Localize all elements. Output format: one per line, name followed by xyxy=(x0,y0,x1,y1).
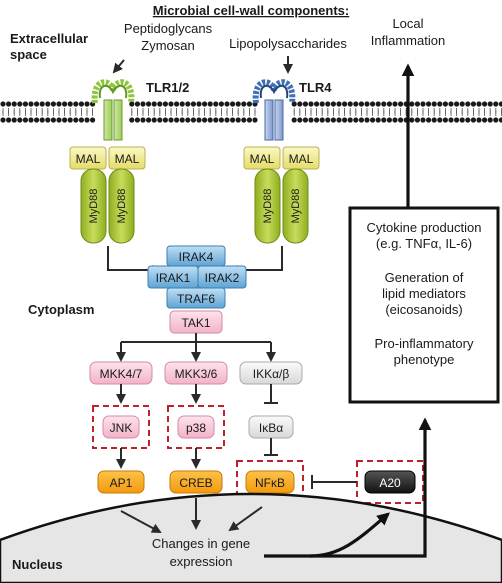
label-extracellular-space: space xyxy=(10,47,47,62)
ligand-arrow-left xyxy=(112,59,125,74)
ap1-node xyxy=(97,470,145,494)
mal-right-2 xyxy=(282,146,320,170)
ligand-lipopolysaccharides: Lipopolysaccharides xyxy=(229,36,347,51)
mkk36-label: MKK3/6 xyxy=(175,367,218,381)
myd88-right-2 xyxy=(282,168,309,244)
arrow-myd88-left-to-irak xyxy=(107,246,162,275)
creb-node xyxy=(169,470,223,494)
arrow-nfkb-gene xyxy=(228,506,263,532)
a20-node xyxy=(364,470,416,494)
jnk-label: JNK xyxy=(110,421,133,435)
traf6-label: TRAF6 xyxy=(177,292,215,306)
ligand-zymosan: Zymosan xyxy=(141,38,194,53)
label-gene-changes: Changes in gene xyxy=(152,536,250,551)
mal-label: MAL xyxy=(250,152,275,166)
diagram-title: Microbial cell-wall components: xyxy=(153,3,349,18)
mal-label: MAL xyxy=(115,152,140,166)
tlr4-receptor xyxy=(252,79,296,141)
inhibit-ikba-nfkb xyxy=(264,438,278,456)
label-extracellular: Extracellular xyxy=(10,31,88,46)
label-inflammation: Inflammation xyxy=(371,33,445,48)
myd88-left-2 xyxy=(108,168,135,244)
outcome-box xyxy=(348,206,500,404)
label-nucleus: Nucleus xyxy=(12,557,63,572)
p38-node xyxy=(177,415,215,439)
mal-label: MAL xyxy=(76,152,101,166)
outcome-pro-inflammatory: Pro-inflammatory xyxy=(375,336,474,351)
outcome-cytokine: Cytokine production xyxy=(367,220,482,235)
myd88-label: MyD88 xyxy=(88,189,100,224)
label-tlr4: TLR4 xyxy=(299,80,332,95)
p38-label: p38 xyxy=(186,421,206,435)
tak1-label: TAK1 xyxy=(181,316,210,330)
adaptor-left: MAL MAL MyD88 MyD88 xyxy=(69,146,146,244)
nfkb-node xyxy=(245,470,295,494)
mal-left-1 xyxy=(69,146,107,170)
mal-left-2 xyxy=(108,146,146,170)
myd88-left-1 xyxy=(80,168,107,244)
label-tlr12: TLR1/2 xyxy=(146,80,189,95)
cell-membrane xyxy=(0,101,502,123)
tak1-branches xyxy=(116,333,276,362)
label-cytoplasm: Cytoplasm xyxy=(28,302,94,317)
nfkb-label: NFκB xyxy=(255,476,285,490)
irak-complex: IRAK4 IRAK1 IRAK2 TRAF6 TAK1 xyxy=(147,245,247,334)
outcome-cytokine-examples: (e.g. TNFα, IL-6) xyxy=(376,236,472,251)
ikk-label: IKKα/β xyxy=(253,367,290,381)
mal-right-1 xyxy=(243,146,281,170)
outcome-eicosanoids: (eicosanoids) xyxy=(385,302,462,317)
ap1-label: AP1 xyxy=(110,476,133,490)
adaptor-right: MAL MAL MyD88 MyD88 xyxy=(243,146,320,244)
inhibit-ikk-ikba xyxy=(264,384,278,404)
nucleus-region xyxy=(0,492,502,583)
outcome-phenotype: phenotype xyxy=(394,352,455,367)
arrow-myd88-right-to-irak xyxy=(228,246,283,275)
myd88-right-1 xyxy=(254,168,281,244)
inhibit-a20-nfkb xyxy=(311,475,357,489)
ligand-peptidoglycans: Peptidoglycans xyxy=(124,21,213,36)
myd88-label: MyD88 xyxy=(290,189,302,224)
creb-label: CREB xyxy=(179,476,212,490)
myd88-label: MyD88 xyxy=(116,189,128,224)
outcome-lipid-mediators: lipid mediators xyxy=(382,286,466,301)
label-local: Local xyxy=(392,16,423,31)
myd88-label: MyD88 xyxy=(262,189,274,224)
irak1-label: IRAK1 xyxy=(156,271,191,285)
irak4-label: IRAK4 xyxy=(179,250,214,264)
ikba-label: IκBα xyxy=(259,421,283,435)
irak2-label: IRAK2 xyxy=(205,271,240,285)
arrow-gene-to-phenotype xyxy=(310,417,432,558)
mkk47-label: MKK4/7 xyxy=(100,367,143,381)
label-gene-expression: expression xyxy=(170,554,233,569)
traf6-node xyxy=(166,287,226,309)
tlr12-receptor xyxy=(91,79,135,141)
jnk-node xyxy=(102,415,140,439)
mal-label: MAL xyxy=(289,152,314,166)
a20-label: A20 xyxy=(379,476,401,490)
outcome-generation: Generation of xyxy=(385,270,464,285)
arrow-ap1-gene xyxy=(120,510,162,533)
